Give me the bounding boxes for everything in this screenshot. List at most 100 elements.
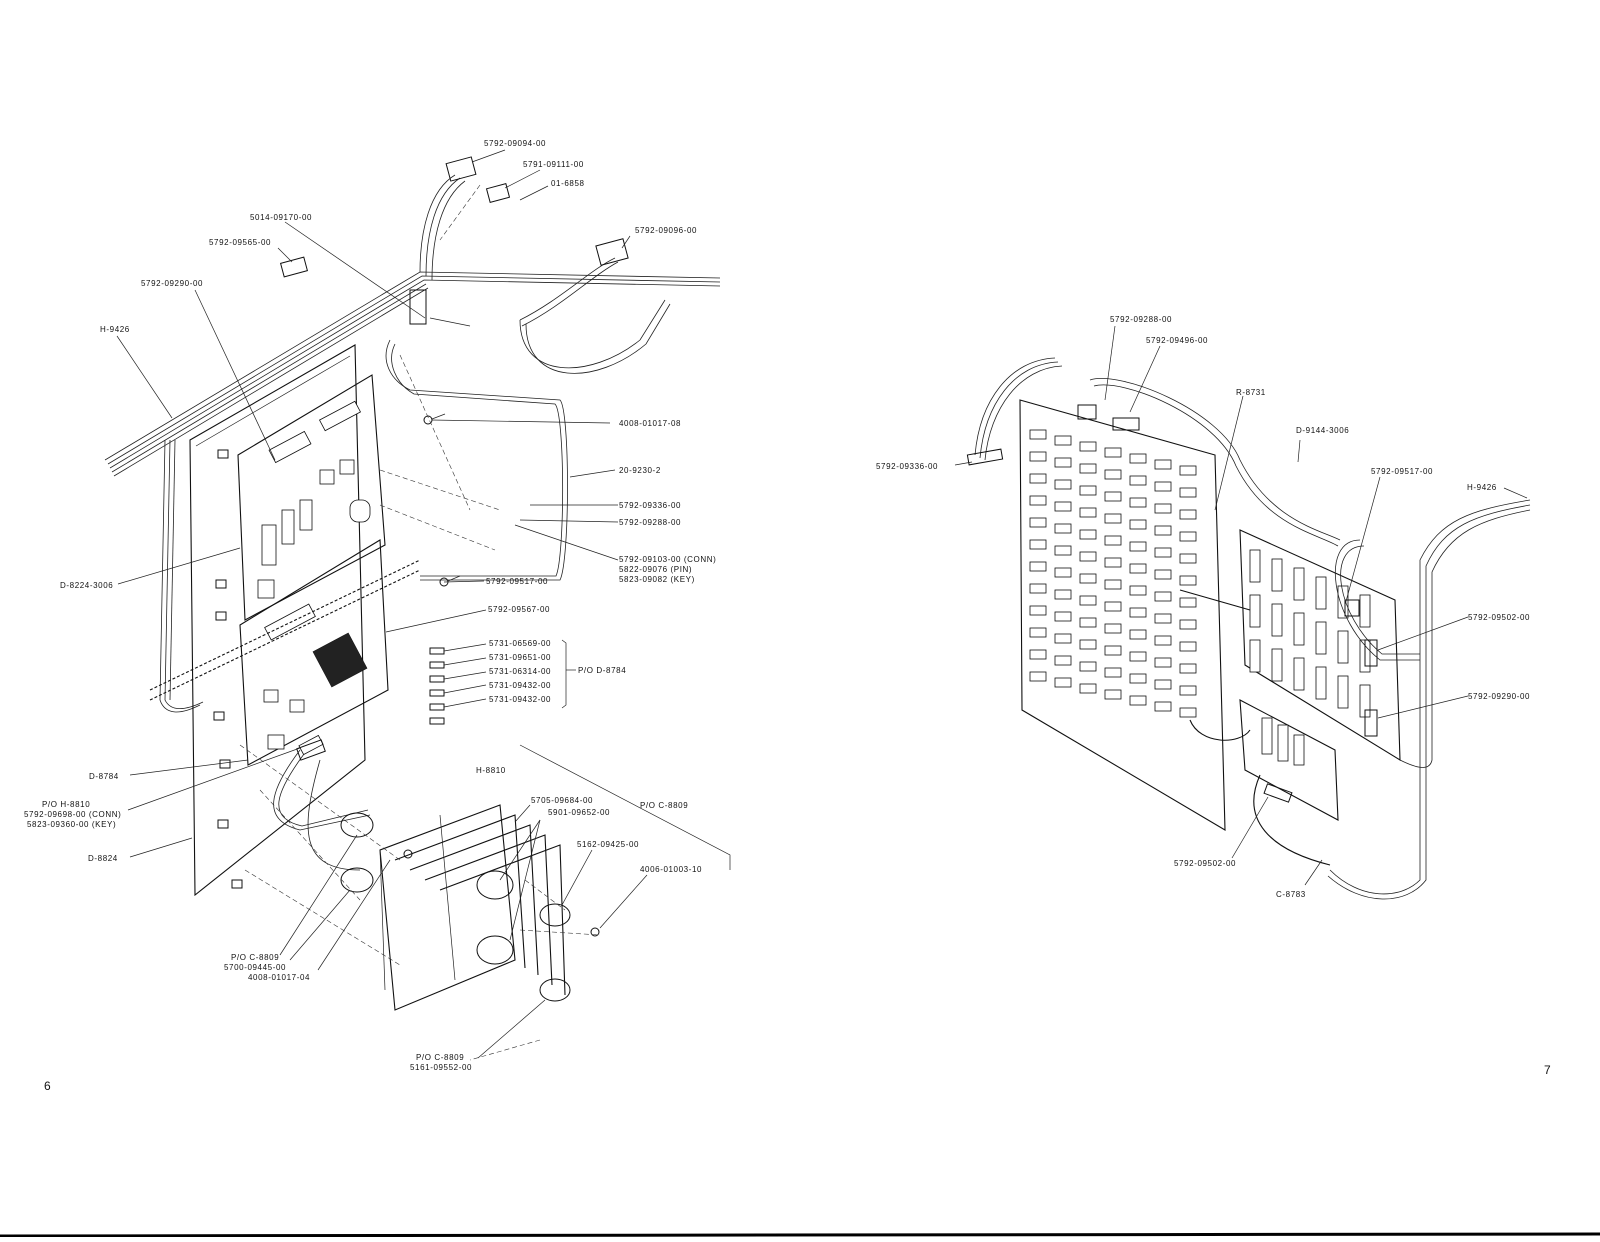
callout-d-8784: D-8784	[89, 772, 119, 781]
callout-5014-09170-00: 5014-09170-00	[250, 213, 312, 222]
ic-chip	[1054, 457, 1072, 468]
callout-5705-09684-00: 5705-09684-00	[531, 796, 593, 805]
callout-h-8810: H-8810	[476, 766, 506, 775]
callout-5792-09094-00: 5792-09094-00	[484, 139, 546, 148]
ic-chip	[1079, 551, 1097, 562]
callout-5901-09652-00: 5901-09652-00	[548, 808, 610, 817]
callout-5731-09432-00-b: 5731-09432-00	[489, 695, 551, 704]
ic-chip	[1154, 701, 1172, 712]
ic-chip	[1079, 617, 1097, 628]
ic-chip	[1293, 612, 1305, 646]
ic-chip	[1154, 481, 1172, 492]
callout-po-c-8809: P/O C-8809	[640, 801, 688, 810]
ic-chip	[1129, 475, 1147, 486]
callout-5791-09111-00: 5791-09111-00	[523, 160, 584, 169]
callout-5731-09432-00-a: 5731-09432-00	[489, 681, 551, 690]
ic-chip	[1029, 473, 1047, 484]
right-assembly-drawing	[966, 357, 1531, 900]
ic-chip	[1154, 613, 1172, 624]
ic-chip	[1054, 479, 1072, 490]
ic-chip	[1129, 607, 1147, 618]
ic-chip	[1029, 583, 1047, 594]
ic-chip	[1029, 649, 1047, 660]
ic-chip	[1054, 435, 1072, 446]
ic-chip	[1179, 575, 1197, 586]
ic-chip	[1029, 671, 1047, 682]
ic-chip	[1129, 629, 1147, 640]
callout-5823-09360-00-key: 5823-09360-00 (KEY)	[27, 820, 116, 829]
callout-5792-09290-00-right: 5792-09290-00	[1468, 692, 1530, 701]
ic-chip	[1179, 531, 1197, 542]
callout-c-8783: C-8783	[1276, 890, 1306, 899]
ic-chip	[1054, 567, 1072, 578]
callout-5792-09567-00: 5792-09567-00	[488, 605, 550, 614]
callout-4006-01003-10: 4006-01003-10	[640, 865, 702, 874]
callout-5792-09290-00: 5792-09290-00	[141, 279, 203, 288]
ic-chip	[1359, 594, 1371, 628]
ic-chip	[1129, 519, 1147, 530]
callout-5792-09336-00-right: 5792-09336-00	[876, 462, 938, 471]
ic-chip	[1249, 549, 1261, 583]
callout-5792-09496-00: 5792-09496-00	[1146, 336, 1208, 345]
callout-4008-01017-04: 4008-01017-04	[248, 973, 310, 982]
ic-chip	[1104, 557, 1122, 568]
ic-chip	[1104, 469, 1122, 480]
ic-chip	[1271, 648, 1283, 682]
callout-5792-09288-00: 5792-09288-00	[619, 518, 681, 527]
callout-5792-09517-00: 5792-09517-00	[486, 577, 548, 586]
ic-chip	[1104, 689, 1122, 700]
ic-chip	[1154, 459, 1172, 470]
ic-chip	[1179, 707, 1197, 718]
ic-chip	[1054, 501, 1072, 512]
ic-chip	[1129, 497, 1147, 508]
ic-chip	[1054, 611, 1072, 622]
ic-chip	[1079, 573, 1097, 584]
ic-chip	[1179, 465, 1197, 476]
ic-chip	[1129, 563, 1147, 574]
callout-5162-09425-00: 5162-09425-00	[577, 840, 639, 849]
left-leader-lines	[116, 149, 648, 1059]
callout-5823-09082-key: 5823-09082 (KEY)	[619, 575, 695, 584]
ic-chip	[1054, 545, 1072, 556]
ic-chip	[1315, 666, 1327, 700]
ic-chip	[1154, 679, 1172, 690]
ic-chip	[1179, 553, 1197, 564]
ic-chip	[1337, 585, 1349, 619]
ic-chip	[1054, 633, 1072, 644]
ic-chip	[1079, 529, 1097, 540]
ic-chip	[1104, 623, 1122, 634]
callout-h-9426: H-9426	[100, 325, 130, 334]
callout-d-8224-3006: D-8224-3006	[60, 581, 113, 590]
ic-chip	[1079, 507, 1097, 518]
callout-4008-01017-08: 4008-01017-08	[619, 419, 681, 428]
left-callout-labels: 5792-09094-00 5791-09111-00 01-6858 5014…	[24, 139, 716, 1072]
ic-chip	[1179, 509, 1197, 520]
callout-5792-09336-00: 5792-09336-00	[619, 501, 681, 510]
ic-chip	[1179, 641, 1197, 652]
page-number-left: 6	[44, 1079, 51, 1093]
page-number-right: 7	[1544, 1063, 1551, 1077]
callout-5822-09076-pin: 5822-09076 (PIN)	[619, 565, 692, 574]
ic-chip	[1249, 594, 1261, 628]
ic-chip	[1154, 657, 1172, 668]
callout-5700-09445-00: 5700-09445-00	[224, 963, 286, 972]
callout-01-6858: 01-6858	[551, 179, 585, 188]
ic-chip	[1129, 453, 1147, 464]
ic-chip	[1104, 645, 1122, 656]
ic-chip	[1337, 630, 1349, 664]
right-callout-labels: 5792-09288-00 5792-09496-00 R-8731 D-914…	[876, 315, 1530, 899]
ic-chip	[1104, 491, 1122, 502]
callout-5792-09698-00-conn: 5792-09698-00 (CONN)	[24, 810, 121, 819]
left-assembly-drawing	[104, 156, 731, 1061]
ic-chip	[1029, 495, 1047, 506]
callout-5792-09288-00-right: 5792-09288-00	[1110, 315, 1172, 324]
ic-chip	[1154, 547, 1172, 558]
callout-5792-09096-00: 5792-09096-00	[635, 226, 697, 235]
ic-chip	[1029, 561, 1047, 572]
callout-5792-09517-00-right: 5792-09517-00	[1371, 467, 1433, 476]
ic-chip	[1154, 503, 1172, 514]
callout-5731-09651-00: 5731-09651-00	[489, 653, 551, 662]
right-leader-lines	[954, 325, 1528, 886]
